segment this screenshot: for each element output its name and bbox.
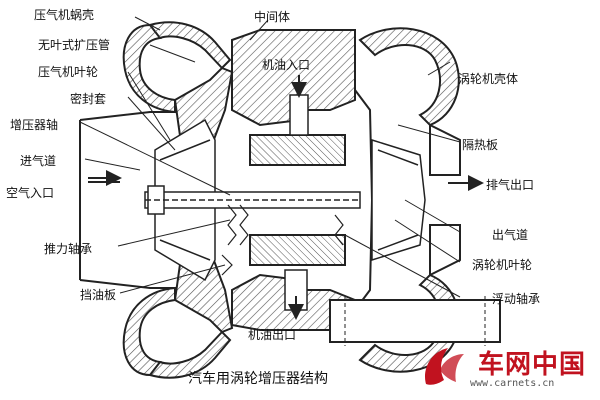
label-air-inlet: 空气入口 xyxy=(6,186,55,200)
label-air-inlet-duct: 进气道 xyxy=(20,154,57,168)
label-exhaust-outlet: 排气出口 xyxy=(486,178,535,192)
label-oil-deflector: 挡油板 xyxy=(80,288,117,302)
label-floating-bearing: 浮动轴承 xyxy=(492,292,541,306)
label-vaneless-diffuser: 无叶式扩压管 xyxy=(38,38,111,52)
carnets-logo-icon xyxy=(424,348,464,385)
label-oil-outlet: 机油出口 xyxy=(248,328,297,342)
watermark-url: www.carnets.cn xyxy=(470,378,555,389)
air-inlet-arrow xyxy=(88,170,122,186)
watermark-brand: 车网中国 xyxy=(478,350,587,380)
label-compressor-impeller: 压气机叶轮 xyxy=(38,65,99,79)
label-center-housing: 中间体 xyxy=(254,10,291,24)
oil-inlet-passage xyxy=(289,94,309,136)
label-turbine-housing: 涡轮机壳体 xyxy=(458,72,519,86)
floating-bearing xyxy=(334,214,344,246)
label-heat-shield: 隔热板 xyxy=(462,138,499,152)
label-oil-inlet: 机油入口 xyxy=(262,58,311,72)
leader-lines xyxy=(79,16,461,298)
turbine-housing xyxy=(358,27,461,373)
compressor-housing xyxy=(79,21,232,379)
label-turbo-shaft: 增压器轴 xyxy=(10,118,59,132)
diagram-caption: 汽车用涡轮增压器结构 xyxy=(188,371,328,387)
mounting-flange xyxy=(329,296,501,346)
label-seal-sleeve: 密封套 xyxy=(70,92,107,106)
oil-deflector xyxy=(221,254,233,276)
turbo-shaft xyxy=(144,185,361,215)
label-turbine-wheel: 涡轮机叶轮 xyxy=(472,258,533,272)
label-thrust-bearing: 推力轴承 xyxy=(44,242,93,256)
thrust-bearing xyxy=(227,204,249,246)
label-compressor-housing: 压气机蜗壳 xyxy=(34,8,95,22)
label-gas-outlet-duct: 出气道 xyxy=(492,228,529,242)
turbine-wheel xyxy=(371,138,426,262)
